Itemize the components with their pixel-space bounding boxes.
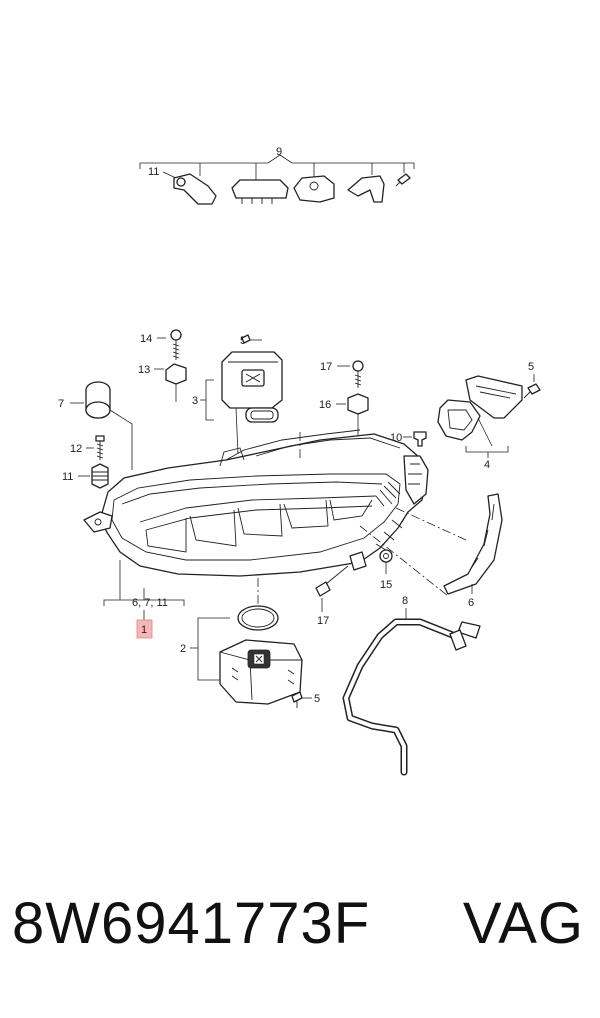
callout-11b: 11 bbox=[62, 471, 73, 483]
callout-9: 9 bbox=[276, 146, 282, 158]
part-group-right: 17 16 10 bbox=[319, 360, 427, 447]
callout-6-7-11: 6, 7, 11 bbox=[132, 597, 168, 609]
callout-15: 15 bbox=[380, 579, 392, 591]
part-group-3: 14 13 5 3 bbox=[138, 329, 283, 455]
callout-2: 2 bbox=[180, 643, 186, 655]
part-number: 8W6941773F bbox=[12, 891, 371, 956]
callout-6: 6 bbox=[468, 597, 474, 609]
part-group-2: 2 5 bbox=[180, 605, 320, 708]
part-group-6: 6 bbox=[443, 493, 503, 609]
part-group-4: 5 4 bbox=[437, 361, 541, 471]
callout-5c: 5 bbox=[314, 693, 320, 705]
callout-4: 4 bbox=[484, 459, 490, 471]
callout-17b: 17 bbox=[317, 615, 329, 627]
callout-3: 3 bbox=[192, 395, 198, 407]
brand-label: VAG bbox=[462, 891, 584, 956]
callout-7: 7 bbox=[58, 398, 64, 410]
callout-8: 8 bbox=[402, 595, 408, 607]
part-group-8: 8 bbox=[342, 595, 481, 776]
part-1-callout: 6, 7, 11 1 bbox=[103, 560, 185, 639]
callout-14: 14 bbox=[140, 333, 152, 345]
callout-13: 13 bbox=[138, 364, 150, 376]
callout-11: 11 bbox=[148, 166, 159, 178]
part-group-9: 9 11 bbox=[139, 146, 415, 205]
callout-16: 16 bbox=[319, 399, 331, 411]
callout-1: 1 bbox=[141, 624, 147, 636]
callout-12: 12 bbox=[70, 443, 82, 455]
part-group-left: 7 12 11 bbox=[58, 381, 133, 489]
headlight-housing: 15 17 bbox=[83, 429, 467, 627]
headlight-exploded-diagram: 9 11 7 12 11 bbox=[58, 146, 541, 776]
callout-17a: 17 bbox=[320, 361, 332, 373]
callout-5b: 5 bbox=[528, 361, 534, 373]
part-1-highlight-box bbox=[136, 619, 153, 639]
